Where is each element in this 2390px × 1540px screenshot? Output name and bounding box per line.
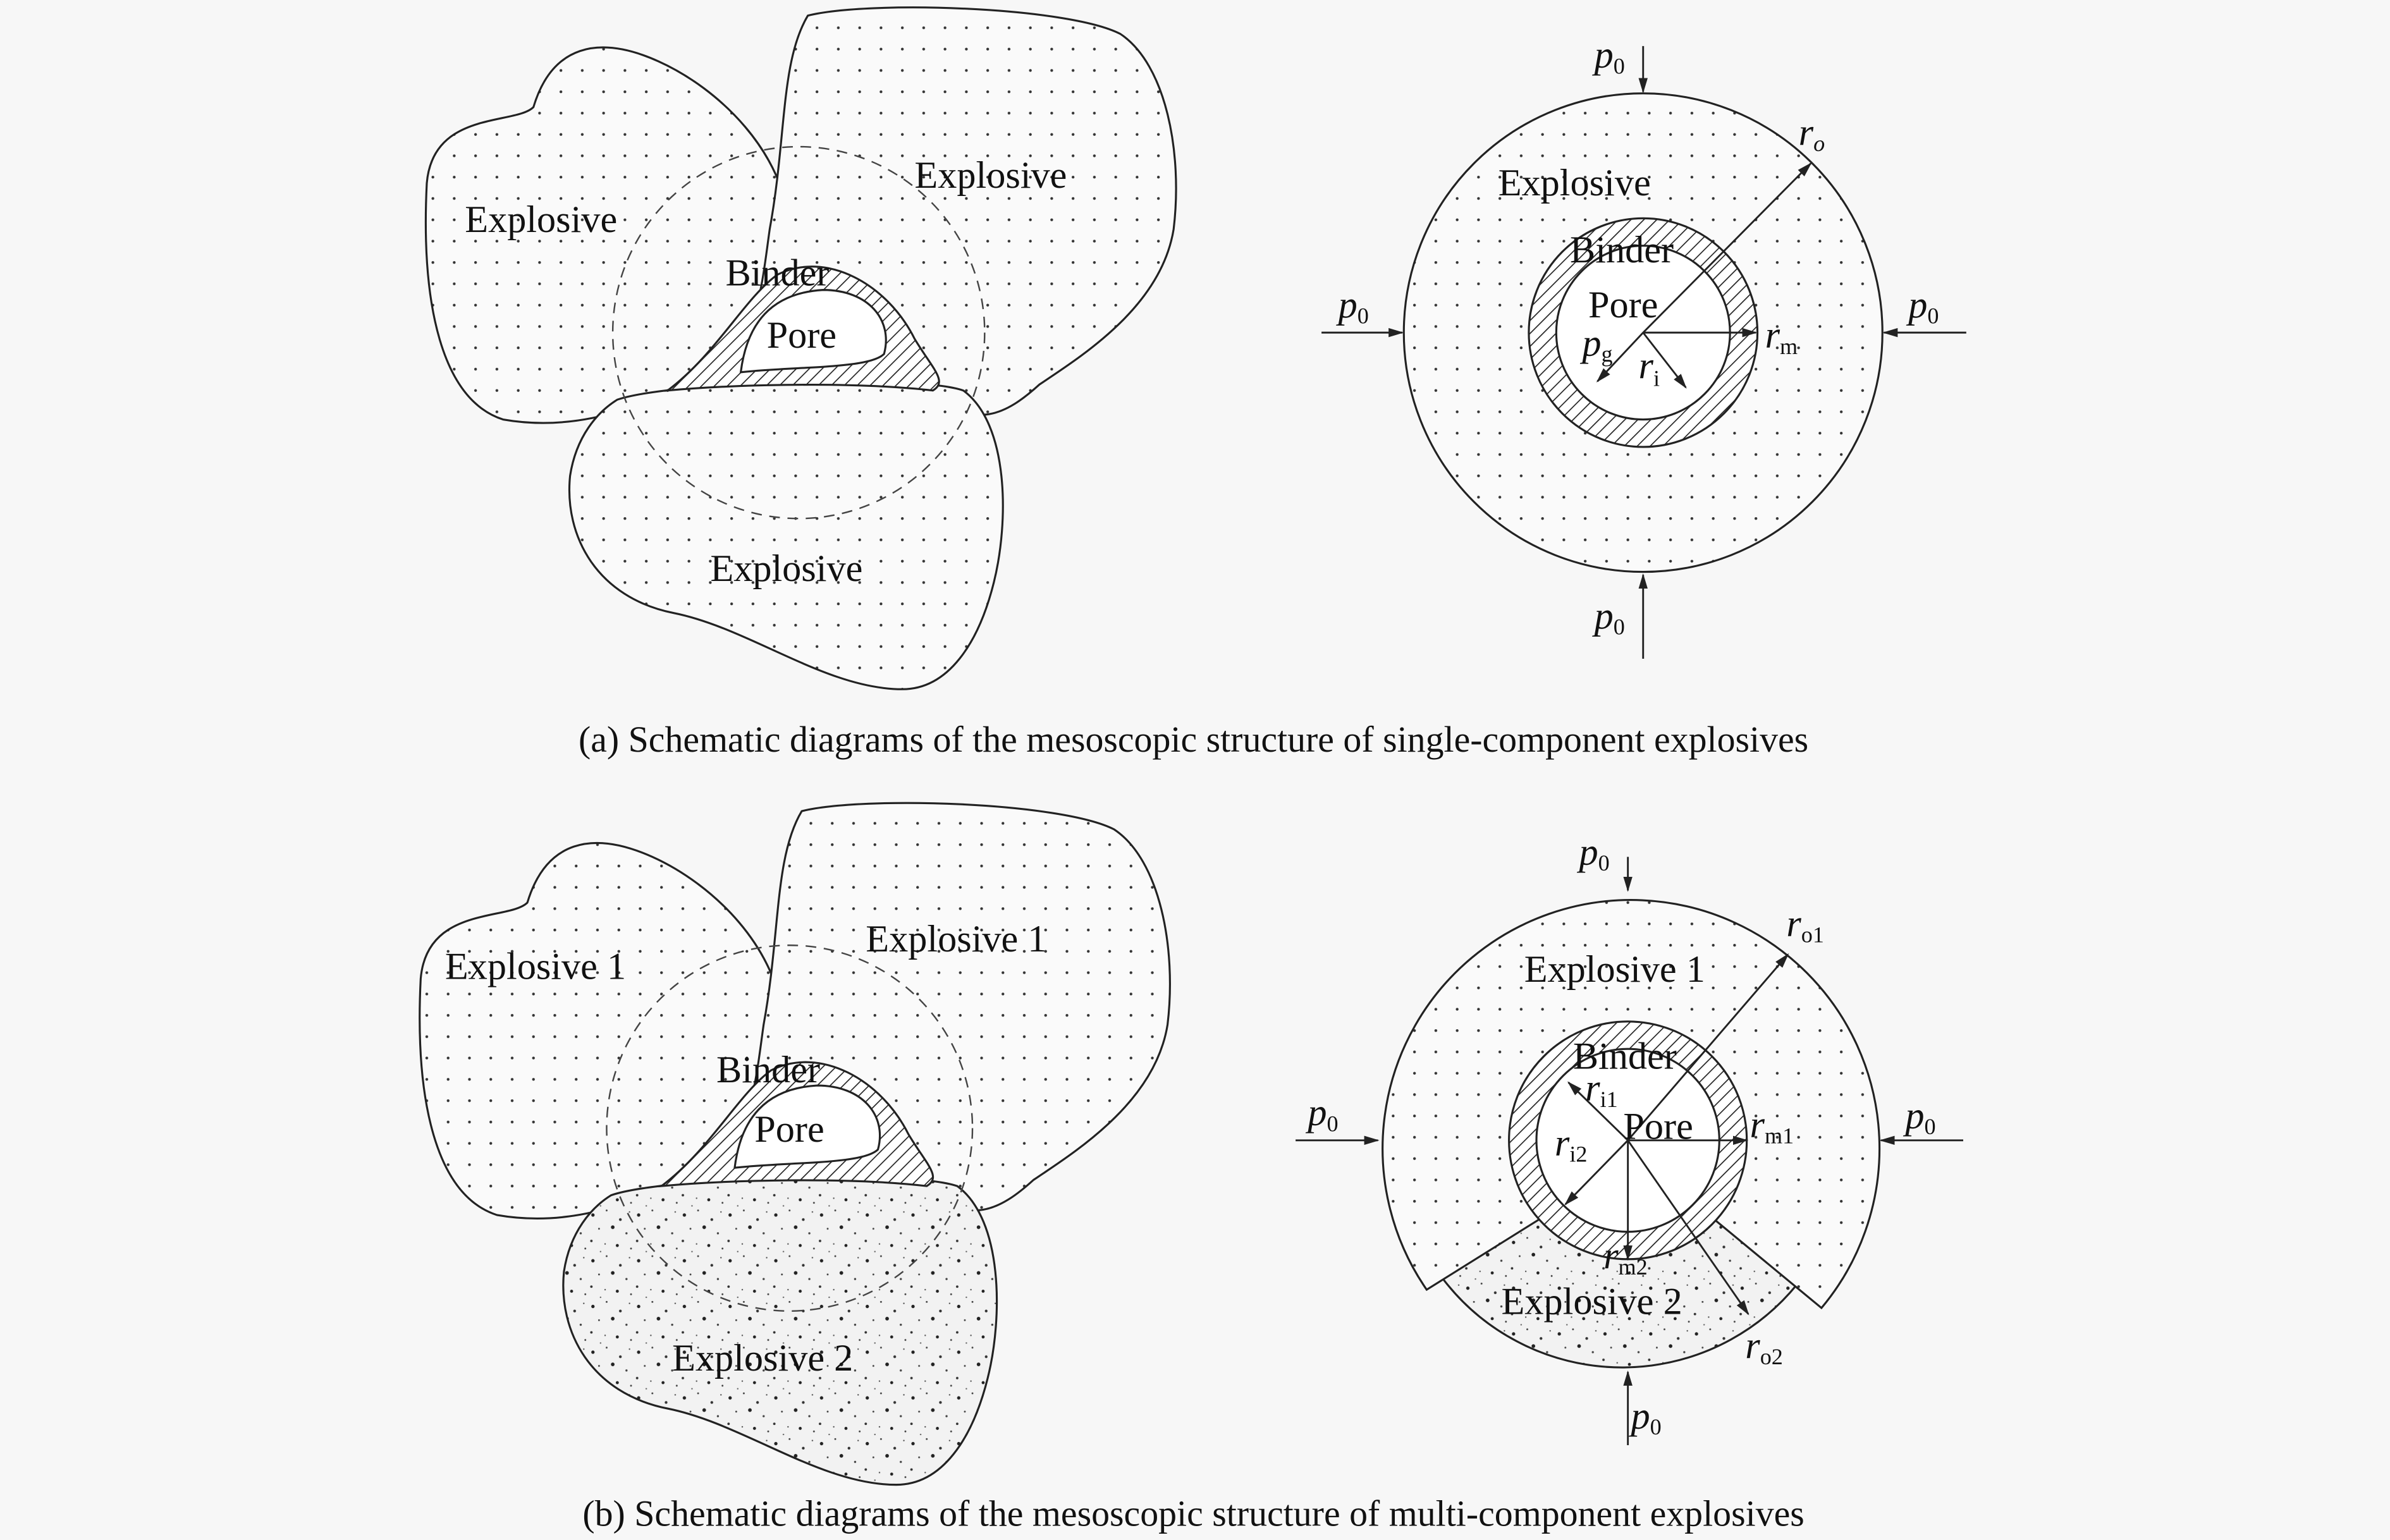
label-pore: Pore xyxy=(1588,284,1658,326)
radius-o2-line xyxy=(1627,1139,1750,1316)
label-r-o1: ro1 xyxy=(1786,903,1824,948)
label-explosive-bottom: Explosive xyxy=(710,547,862,590)
explosive-particle-bottom xyxy=(568,380,1004,690)
label-p0-right: p0 xyxy=(1903,1095,1935,1140)
label-r-o: ro xyxy=(1799,112,1825,157)
label-pore: Pore xyxy=(1623,1105,1693,1147)
label-p0-top: p0 xyxy=(1592,34,1625,79)
label-explosive: Explosive xyxy=(1498,162,1651,204)
label-r-m: rm xyxy=(1765,314,1798,359)
label-p0-top: p0 xyxy=(1577,831,1610,876)
radius-i1-line xyxy=(1567,1081,1629,1141)
label-p0-right: p0 xyxy=(1906,284,1939,329)
label-r-i1: ri1 xyxy=(1585,1067,1618,1112)
panel-a-concentric-model: Explosive Binder Pore p0 p0 p0 p0 ro rm … xyxy=(1321,34,1966,659)
caption-a: (a) Schematic diagrams of the mesoscopic… xyxy=(579,719,1808,760)
label-binder: Binder xyxy=(1570,229,1674,271)
label-explosive-right: Explosive xyxy=(914,154,1067,197)
radius-i2-line xyxy=(1564,1139,1629,1206)
caption-b: (b) Schematic diagrams of the mesoscopic… xyxy=(582,1493,1804,1534)
pore-region xyxy=(733,1084,881,1169)
label-p0-left: p0 xyxy=(1305,1092,1338,1137)
label-pore: Pore xyxy=(767,314,837,357)
label-p0-bottom: p0 xyxy=(1628,1395,1661,1439)
label-explosive-left: Explosive xyxy=(465,199,617,241)
label-pore: Pore xyxy=(754,1108,824,1151)
panel-b-concentric-model: Explosive 1 Explosive 2 Binder Pore p0 p… xyxy=(1296,831,1963,1445)
radius-o1-line xyxy=(1627,953,1789,1141)
label-p-g: pg xyxy=(1579,322,1612,367)
label-explosive2: Explosive 2 xyxy=(1502,1281,1682,1323)
gas-pressure-arrow xyxy=(1596,332,1644,383)
label-explosive1-right: Explosive 1 xyxy=(866,918,1046,960)
label-p0-left: p0 xyxy=(1336,284,1369,329)
label-p0-bottom: p0 xyxy=(1592,595,1625,640)
label-r-m2: rm2 xyxy=(1603,1235,1648,1280)
label-explosive1-left: Explosive 1 xyxy=(445,945,626,987)
pore-region xyxy=(739,289,887,374)
label-r-i2: ri2 xyxy=(1555,1122,1588,1167)
representative-volume-dashed-circle xyxy=(611,145,986,520)
panel-a-particle-cluster: Explosive Explosive Explosive Binder Por… xyxy=(424,6,1177,690)
label-binder: Binder xyxy=(725,252,829,294)
label-r-o2: ro2 xyxy=(1745,1325,1783,1370)
label-r-m1: rm1 xyxy=(1750,1104,1794,1149)
radius-outer-line xyxy=(1642,162,1812,334)
panel-b-particle-cluster: Explosive 1 Explosive 1 Explosive 2 Bind… xyxy=(419,802,1171,1486)
explosive2-particle-bottom xyxy=(562,1175,998,1486)
label-r-i: ri xyxy=(1639,345,1660,391)
label-binder: Binder xyxy=(716,1049,820,1091)
explosive2-sector xyxy=(1440,1212,1806,1369)
label-explosive2-bottom: Explosive 2 xyxy=(672,1337,853,1379)
radius-inner-line xyxy=(1642,332,1687,389)
representative-volume-dashed-circle xyxy=(606,944,974,1312)
label-explosive1: Explosive 1 xyxy=(1524,948,1705,991)
label-binder: Binder xyxy=(1573,1036,1677,1078)
